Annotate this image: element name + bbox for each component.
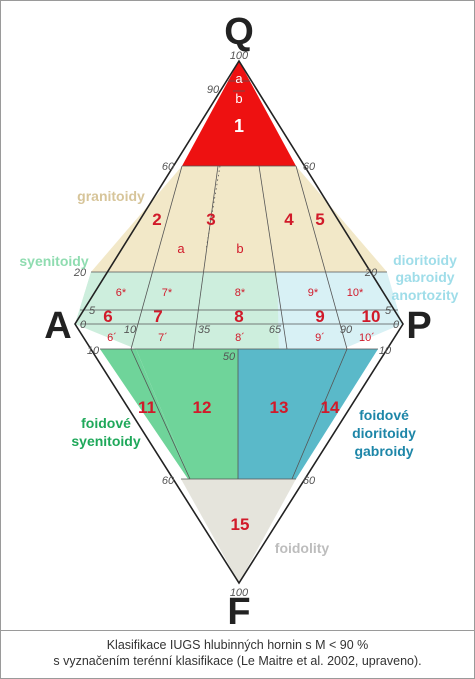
granitoids-area — [91, 166, 387, 272]
field-6p: 6´ — [107, 332, 117, 344]
field-3: 3 — [206, 210, 215, 229]
tick-q90: 90 — [207, 84, 220, 96]
field-14: 14 — [321, 398, 340, 417]
foidolites-area — [181, 479, 296, 583]
field-9: 9 — [315, 307, 324, 326]
field-1b: b — [235, 91, 242, 106]
group-foidolites: foidolity — [275, 540, 330, 556]
tick-q5l: 5 — [89, 305, 96, 317]
qapf-diagram: Q A P F 100 90 60 60 20 20 5 5 0 0 10 35… — [19, 11, 459, 630]
tick-q20l: 20 — [73, 267, 87, 279]
field-3b: b — [236, 241, 243, 256]
tick-q5r: 5 — [385, 305, 392, 317]
field-1-area — [182, 61, 296, 166]
div-q-65 — [258, 165, 288, 350]
group-dioritoids-2: gabroidy — [395, 269, 454, 285]
field-13: 13 — [270, 398, 289, 417]
dioritoids-band — [277, 272, 402, 349]
tick-f10l: 10 — [87, 345, 100, 357]
field-4: 4 — [284, 210, 294, 229]
vertex-q: Q — [224, 11, 254, 53]
syenitoids-band — [75, 272, 279, 349]
tick-f60l: 60 — [162, 475, 175, 487]
field-7: 7 — [153, 307, 162, 326]
vertex-p: P — [406, 305, 431, 347]
field-6s: 6* — [116, 287, 127, 299]
field-6: 6 — [103, 307, 112, 326]
field-8p: 8´ — [235, 332, 245, 344]
tick-f100: 100 — [230, 587, 249, 599]
tick-ap35: 35 — [198, 324, 211, 336]
vertex-a: A — [44, 305, 71, 347]
field-3a: a — [177, 241, 185, 256]
group-foid-syen-1: foidové — [81, 415, 131, 431]
field-9s: 9* — [308, 287, 319, 299]
tick-q100: 100 — [230, 50, 249, 62]
group-syenitoids: syenitoidy — [19, 253, 88, 269]
caption-line-1: Klasifikace IUGS hlubinných hornin s M <… — [106, 638, 369, 652]
figure-caption: Klasifikace IUGS hlubinných hornin s M <… — [0, 630, 475, 679]
tick-p0: 0 — [393, 319, 400, 331]
tick-f60r: 60 — [303, 475, 316, 487]
tick-q20r: 20 — [364, 267, 378, 279]
field-10p: 10´ — [359, 332, 375, 344]
group-foid-syen-2: syenitoidy — [71, 433, 140, 449]
div-3ab — [205, 165, 221, 251]
tick-q60l: 60 — [162, 161, 175, 173]
field-1: 1 — [234, 116, 244, 136]
group-foid-dior-2: dioritoidy — [352, 425, 416, 441]
group-dioritoids-3: anortozity — [392, 287, 459, 303]
foid-syenitoids-area-b — [100, 349, 190, 479]
caption-line-2: s vyznačením terénní klasifikace (Le Mai… — [53, 654, 422, 668]
group-foid-dior-1: foidové — [359, 407, 409, 423]
foid-dioritoids-area — [238, 349, 378, 479]
tick-ap90: 90 — [340, 324, 353, 336]
field-11: 11 — [138, 398, 156, 417]
field-8: 8 — [234, 307, 243, 326]
div-f-10 — [130, 348, 191, 480]
field-5: 5 — [315, 210, 324, 229]
field-12: 12 — [193, 398, 212, 417]
qapf-outline — [74, 59, 404, 585]
tick-f50: 50 — [223, 351, 236, 363]
field-9p: 9´ — [315, 332, 325, 344]
tick-ap65: 65 — [269, 324, 282, 336]
div-q-35 — [192, 165, 219, 350]
tick-f10r: 10 — [379, 345, 392, 357]
field-2: 2 — [152, 210, 161, 229]
vertex-f: F — [227, 591, 250, 630]
field-15: 15 — [231, 515, 250, 534]
div-q-90 — [295, 165, 348, 350]
field-8s: 8* — [235, 287, 246, 299]
field-10s: 10* — [347, 287, 364, 299]
group-dioritoids-1: dioritoidy — [393, 252, 457, 268]
foid-syenitoids-area — [136, 349, 238, 479]
field-10: 10 — [362, 307, 381, 326]
field-7s: 7* — [162, 287, 173, 299]
group-foid-dior-3: gabroidy — [354, 443, 413, 459]
div-f-90 — [291, 348, 348, 480]
tick-q60r: 60 — [303, 161, 316, 173]
tick-ap10: 10 — [124, 324, 137, 336]
group-granitoids: granitoidy — [77, 188, 145, 204]
div-q-10 — [130, 165, 183, 350]
field-1a: a — [235, 71, 243, 86]
field-7p: 7´ — [158, 332, 168, 344]
tick-a0: 0 — [80, 319, 87, 331]
